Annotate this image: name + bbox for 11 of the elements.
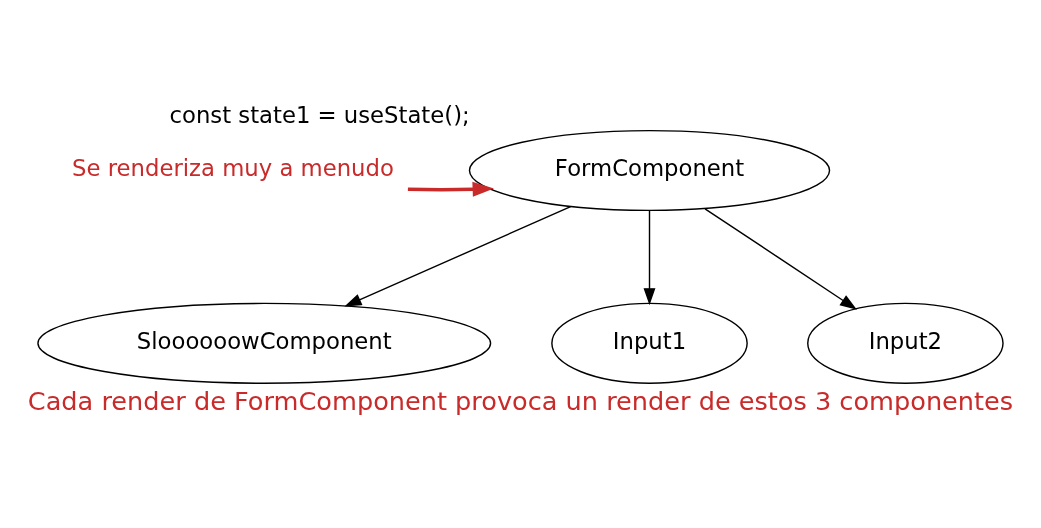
arrow: [407, 181, 494, 197]
node-text: Se renderiza muy a menudo: [72, 154, 394, 181]
node-ellipse: FormComponent: [468, 129, 831, 212]
node-ellipse: Input1: [551, 302, 748, 384]
node-label: const state1 = useState();: [169, 101, 470, 128]
arrow: [344, 206, 572, 307]
arrow: [704, 208, 857, 310]
node-ellipse: Input2: [807, 302, 1004, 384]
node-ellipse: SloooooowComponent: [37, 302, 492, 384]
caption: Cada render de FormComponent provoca un render de estos 3 componentes: [27, 385, 1014, 416]
arrow: [643, 210, 656, 306]
